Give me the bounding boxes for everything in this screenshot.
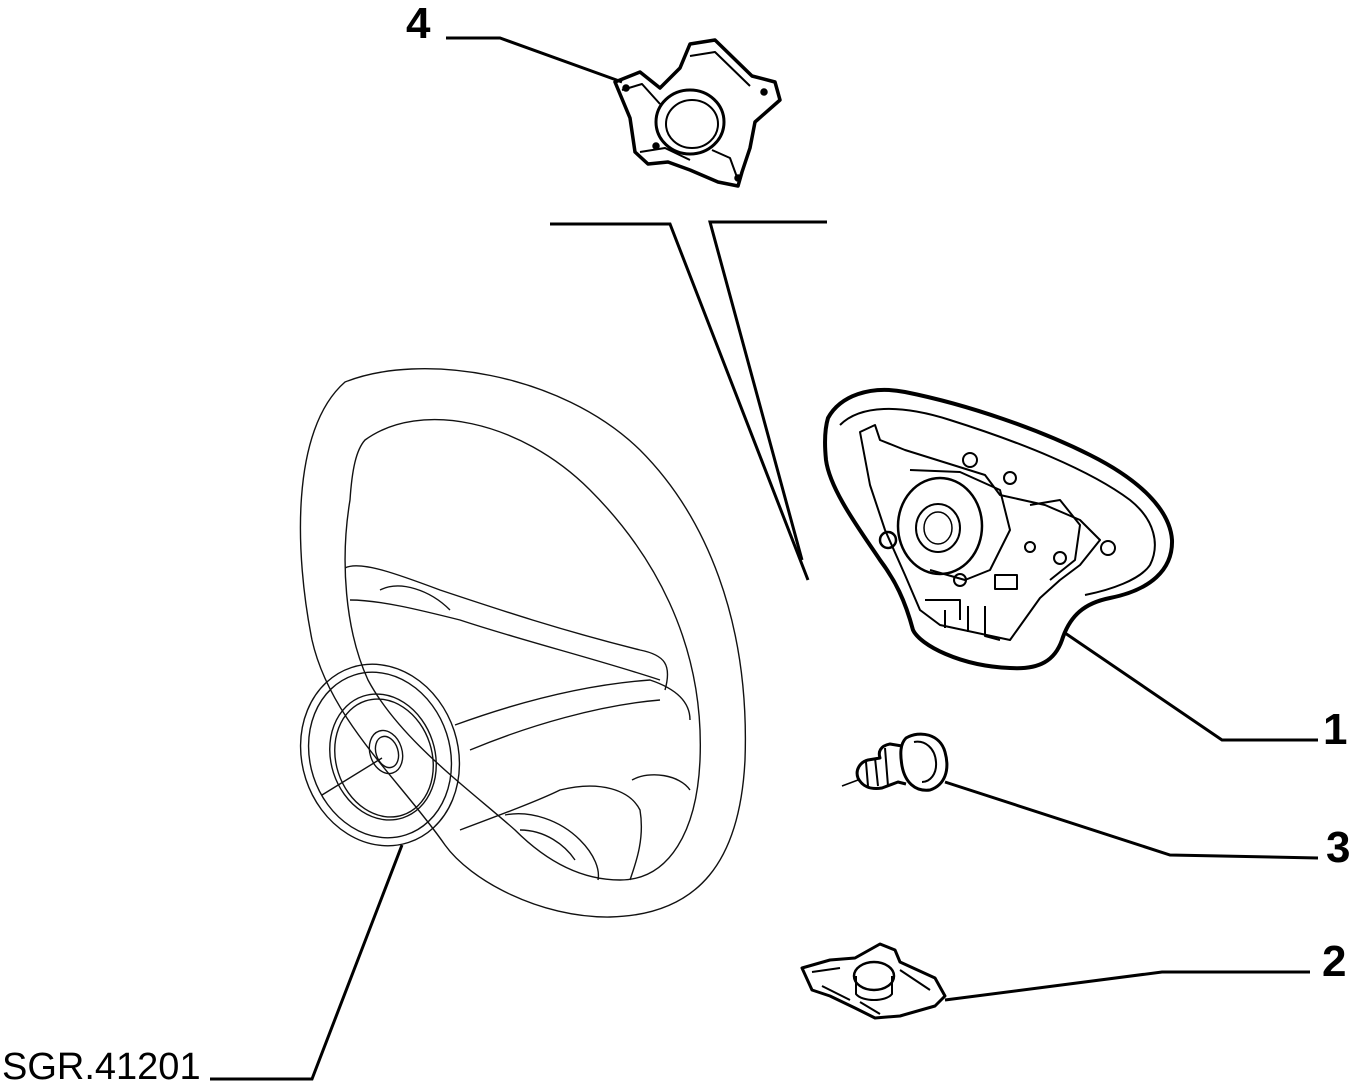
part-3-screw xyxy=(841,732,949,792)
assembly-line-right xyxy=(708,220,827,561)
leader-2 xyxy=(944,970,1310,1002)
leader-1 xyxy=(1064,631,1318,742)
part-1-airbag xyxy=(822,387,1175,671)
reference-number: SGR.41201 xyxy=(2,1046,201,1088)
leader-lines xyxy=(210,36,1319,1081)
label-part-2: 2 xyxy=(1322,937,1347,986)
label-part-4: 4 xyxy=(406,0,431,48)
part-4-bracket xyxy=(613,38,782,188)
leader-3 xyxy=(944,780,1319,860)
assembly-line-left xyxy=(550,222,810,581)
label-part-3: 3 xyxy=(1326,823,1351,872)
label-part-1: 1 xyxy=(1323,705,1348,754)
leader-reference xyxy=(210,844,404,1081)
part-2-clip xyxy=(800,942,947,1020)
steering-wheel xyxy=(299,368,747,918)
leader-4 xyxy=(446,36,623,84)
